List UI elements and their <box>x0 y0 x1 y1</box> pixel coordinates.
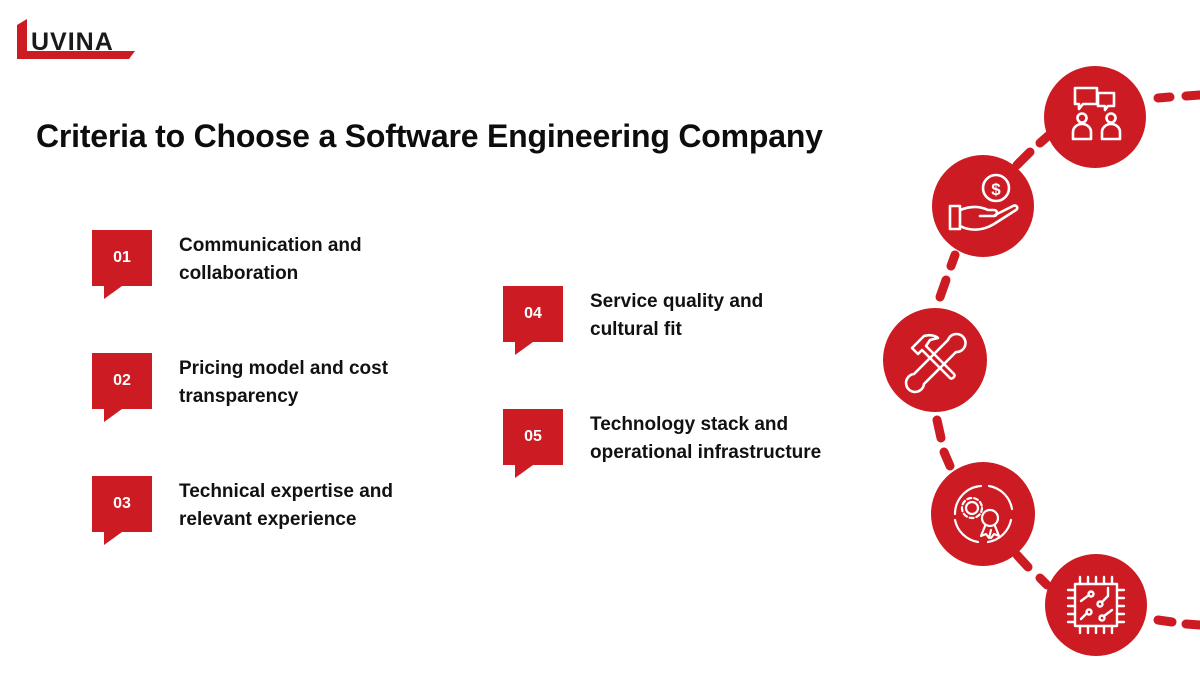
number-badge: 01 <box>92 230 152 300</box>
tools-icon <box>883 308 987 412</box>
criterion-label-line1: Communication and <box>179 235 362 256</box>
criterion-label: Technology stack and operational infrast… <box>590 411 910 467</box>
badge-number: 03 <box>113 495 131 512</box>
criterion-label-line1: Technology stack and <box>590 414 789 435</box>
criterion-item-05: 05 Technology stack and operational infr… <box>503 409 903 489</box>
criterion-label: Communication and collaboration <box>179 232 499 288</box>
criterion-label-line2: collaboration <box>179 263 299 284</box>
criterion-label-line2: operational infrastructure <box>590 442 822 463</box>
number-badge: 05 <box>503 409 563 479</box>
criterion-item-03: 03 Technical expertise and relevant expe… <box>92 476 492 556</box>
quality-process-icon <box>931 462 1035 566</box>
criterion-label-line2: cultural fit <box>590 319 682 340</box>
number-badge: 03 <box>92 476 152 546</box>
criterion-label: Technical expertise and relevant experie… <box>179 478 499 534</box>
communication-people-icon <box>1044 66 1146 168</box>
criterion-label: Pricing model and cost transparency <box>179 355 499 411</box>
criterion-label-line1: Technical expertise and <box>179 481 394 502</box>
criterion-item-01: 01 Communication and collaboration <box>92 230 492 310</box>
criterion-label-line1: Service quality and <box>590 291 764 312</box>
badge-number: 05 <box>524 428 542 445</box>
badge-number: 02 <box>113 372 131 389</box>
number-badge: 04 <box>503 286 563 356</box>
luvina-logo: UVINA <box>17 17 137 61</box>
badge-number: 04 <box>524 305 542 322</box>
criterion-label: Service quality and cultural fit <box>590 288 910 344</box>
page-title: Criteria to Choose a Software Engineerin… <box>36 118 823 154</box>
criterion-item-02: 02 Pricing model and cost transparency <box>92 353 492 433</box>
criterion-label-line2: transparency <box>179 386 299 407</box>
chip-icon <box>1045 554 1147 656</box>
criterion-label-line2: relevant experience <box>179 509 357 530</box>
svg-text:$: $ <box>991 180 1001 199</box>
criterion-label-line1: Pricing model and cost <box>179 358 389 379</box>
criterion-item-04: 04 Service quality and cultural fit <box>503 286 903 366</box>
logo-text: UVINA <box>31 28 114 56</box>
money-hand-icon: $ <box>932 155 1034 257</box>
badge-number: 01 <box>113 249 131 266</box>
dashed-connector <box>932 90 1200 630</box>
number-badge: 02 <box>92 353 152 423</box>
